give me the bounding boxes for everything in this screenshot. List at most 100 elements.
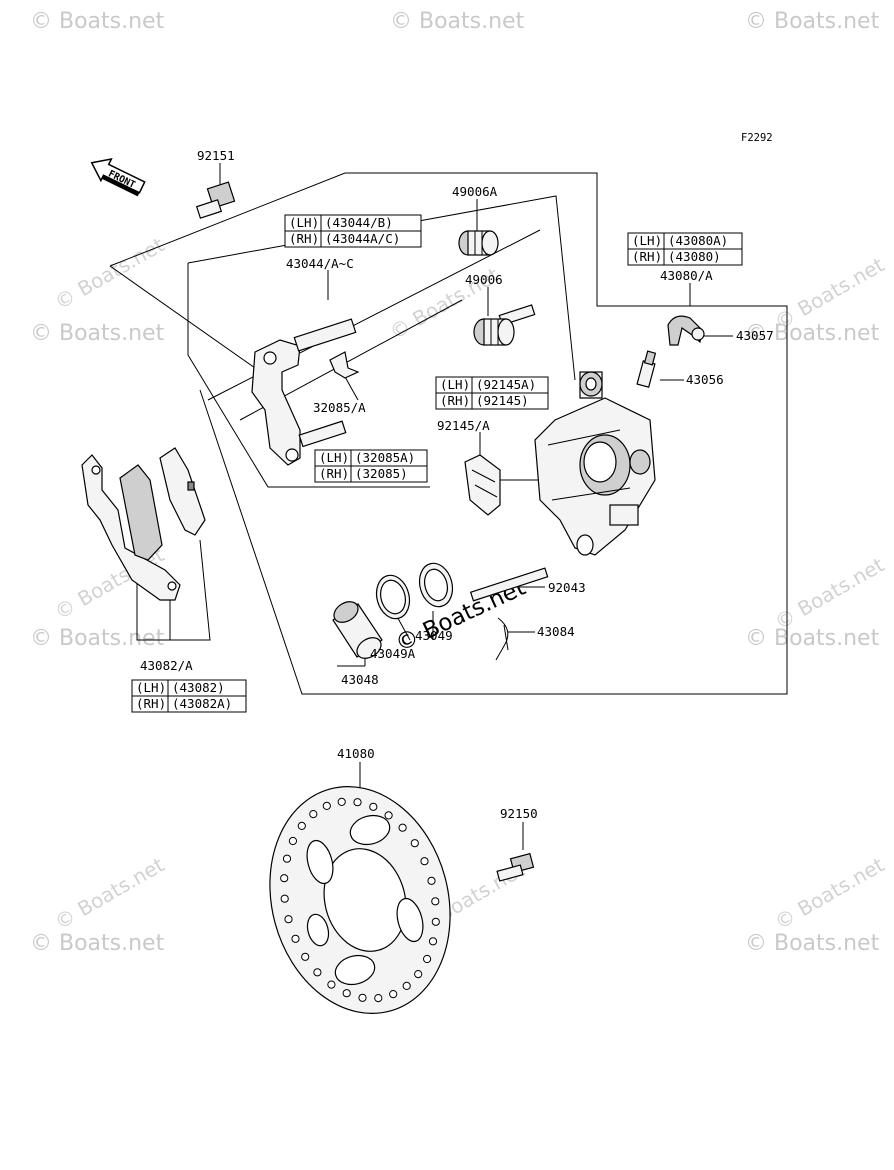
disc-hole (374, 994, 383, 1003)
variant-part: (43044A/C) (325, 231, 400, 246)
pad-spring-32085 (329, 351, 360, 379)
disc-hole (428, 937, 438, 946)
pin-clip-43084 (495, 617, 509, 661)
watermark: © Boats.net (390, 9, 525, 34)
variant-side: (RH) (319, 466, 349, 481)
disc-hole (427, 876, 436, 885)
part-label: 32085/A (313, 400, 366, 415)
watermark: © Boats.net (745, 626, 880, 651)
brake-disc-41080 (269, 786, 451, 1014)
watermark: © Boats.net (30, 626, 165, 651)
variant-side: (LH) (136, 680, 166, 695)
front-arrow-icon: FRONT (90, 157, 146, 197)
part-label: 43056 (686, 372, 724, 387)
leader-lines (136, 163, 733, 850)
part-label: 92145/A (437, 418, 490, 433)
disc-hole (384, 811, 393, 820)
disc-hole (291, 934, 300, 943)
figure-code: F2292 (741, 132, 773, 144)
variant-box-32085: (LH) (32085A) (RH) (32085) (314, 449, 428, 483)
disc-hole (342, 989, 351, 998)
variant-part: (32085) (355, 466, 408, 481)
disc-hole (282, 854, 292, 863)
boot-49006A (458, 230, 499, 256)
variant-side: (LH) (632, 233, 662, 248)
variant-side: (RH) (440, 393, 470, 408)
variant-box-92145: (LH) (92145A) (RH) (92145) (435, 376, 549, 410)
disc-hole (414, 970, 423, 979)
part-label: 41080 (337, 746, 375, 761)
disc-hole (389, 990, 398, 999)
part-label: 43048 (341, 672, 379, 687)
disc-hole (358, 993, 367, 1002)
disc-hole (369, 802, 378, 811)
part-label: 43057 (736, 328, 774, 343)
watermark: © Boats.net (30, 931, 165, 956)
variant-box-43080: (LH) (43080A) (RH) (43080) (627, 232, 743, 266)
disc-hole (327, 980, 336, 989)
disc-hole (309, 810, 318, 819)
caliper-bracket-outline (187, 263, 430, 488)
disc-hole (280, 874, 289, 883)
disc-hole (313, 968, 322, 977)
disc-hole (297, 821, 306, 831)
outline-link (109, 265, 256, 369)
disc-hole (353, 798, 362, 807)
watermark: © Boats.net (745, 931, 880, 956)
disc-hole (423, 954, 432, 964)
variant-part: (92145) (476, 393, 529, 408)
variant-part: (43080A) (668, 233, 728, 248)
pin-92043 (469, 567, 549, 602)
variant-part: (43044/B) (325, 215, 393, 230)
caliper-body (534, 371, 656, 556)
dust-seal-43049A (375, 574, 411, 620)
part-label: 43044/A~C (286, 256, 354, 271)
variant-part: (43082) (172, 680, 225, 695)
piston-43048 (332, 601, 383, 659)
caliper-bracket-43044 (251, 318, 357, 466)
part-label: 92150 (500, 806, 538, 821)
variant-part: (43080) (668, 249, 721, 264)
part-labels: 92151 49006A 43044/A~C 49006 43080/A 430… (140, 148, 774, 821)
disc-hole (322, 801, 331, 811)
part-label: 92043 (548, 580, 586, 595)
watermark: © Boats.net (771, 552, 889, 634)
watermark: © Boats.net (30, 9, 165, 34)
variant-part: (92145A) (476, 377, 536, 392)
variant-side: (LH) (289, 215, 319, 230)
variant-part: (43082A) (172, 696, 232, 711)
watermark: © Boats.net (745, 9, 880, 34)
part-label: 43049A (370, 646, 416, 661)
variant-side: (RH) (632, 249, 662, 264)
variant-side: (LH) (319, 450, 349, 465)
watermarks: © Boats.net © Boats.net © Boats.net © Bo… (30, 9, 888, 956)
disc-hole (280, 894, 289, 903)
watermark: © Boats.net (51, 852, 169, 934)
variant-side: (LH) (440, 377, 470, 392)
disc-hole (410, 839, 419, 848)
variant-side: (RH) (136, 696, 166, 711)
part-label: 49006A (452, 184, 498, 199)
part-label: 43080/A (660, 268, 713, 283)
bolt-92150 (496, 852, 535, 882)
brake-pads-43082 (81, 447, 206, 601)
boot-49006 (473, 304, 536, 346)
disc-hole (402, 981, 411, 991)
piston-seal-43049 (418, 562, 454, 608)
disc-hole (398, 823, 407, 832)
bleeder-cap-43057 (667, 315, 705, 346)
bleeder-valve-43056 (636, 350, 657, 388)
disc-hole (337, 797, 346, 807)
watermark: © Boats.net (51, 232, 169, 314)
disc-hole (301, 952, 310, 961)
watermark: © Boats.net (771, 852, 889, 934)
part-label: 43082/A (140, 658, 193, 673)
variant-box-43082: (LH) (43082) (RH) (43082A) (131, 679, 247, 713)
variant-box-43044: (LH) (43044/B) (RH) (43044A/C) (284, 214, 422, 248)
watermark: © Boats.net (30, 321, 165, 346)
part-label: 49006 (465, 272, 503, 287)
disc-hole (288, 836, 297, 846)
part-label: 43084 (537, 624, 575, 639)
disc-hole (420, 857, 429, 866)
